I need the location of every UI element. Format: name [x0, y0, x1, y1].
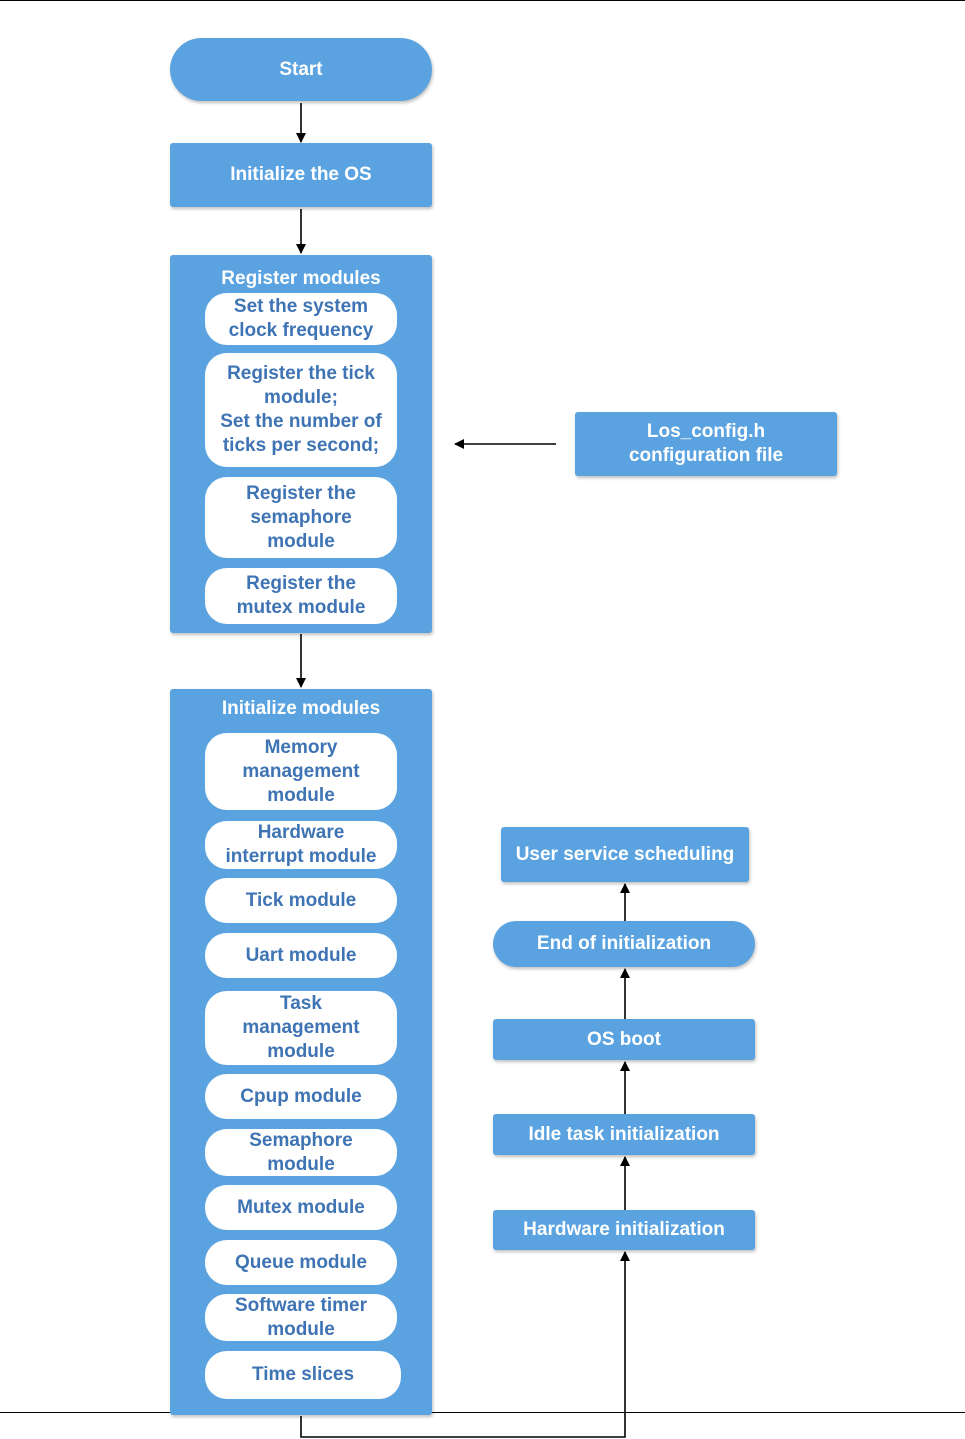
init-item-software-timer: Software timer module — [205, 1294, 397, 1341]
end-of-initialization-node: End of initialization — [493, 921, 755, 967]
os-boot-node: OS boot — [493, 1019, 755, 1060]
init-item-mutex: Mutex module — [205, 1185, 397, 1230]
init-item-task: Task management module — [205, 991, 397, 1065]
init-item-queue: Queue module — [205, 1240, 397, 1285]
register-modules-title: Register modules — [221, 268, 381, 289]
config-file-node: Los_config.h configuration file — [575, 412, 837, 476]
initialize-modules-group: Initialize modules Memory management mod… — [170, 689, 432, 1415]
init-item-time-slices: Time slices — [205, 1351, 401, 1399]
start-node: Start — [170, 38, 432, 101]
init-item-cpup: Cpup module — [205, 1074, 397, 1119]
register-item-tick: Register the tick module; Set the number… — [205, 353, 397, 467]
register-item-semaphore: Register the semaphore module — [205, 477, 397, 558]
init-item-memory: Memory management module — [205, 733, 397, 810]
register-modules-group: Register modules Set the system clock fr… — [170, 255, 432, 633]
init-item-semaphore: Semaphore module — [205, 1129, 397, 1176]
arrow-initialize-to-hardware — [300, 1251, 630, 1438]
bottom-rule — [0, 1412, 965, 1413]
init-item-uart: Uart module — [205, 933, 397, 978]
init-item-hw-interrupt: Hardware interrupt module — [205, 821, 397, 869]
user-service-scheduling-node: User service scheduling — [501, 827, 749, 882]
register-item-mutex: Register the mutex module — [205, 568, 397, 624]
hardware-initialization-node: Hardware initialization — [493, 1210, 755, 1250]
top-rule — [0, 0, 965, 1]
initialize-os-node: Initialize the OS — [170, 143, 432, 207]
initialize-modules-title: Initialize modules — [221, 698, 381, 719]
register-item-clock: Set the system clock frequency — [205, 293, 397, 345]
idle-task-initialization-node: Idle task initialization — [493, 1114, 755, 1155]
init-item-tick: Tick module — [205, 878, 397, 923]
